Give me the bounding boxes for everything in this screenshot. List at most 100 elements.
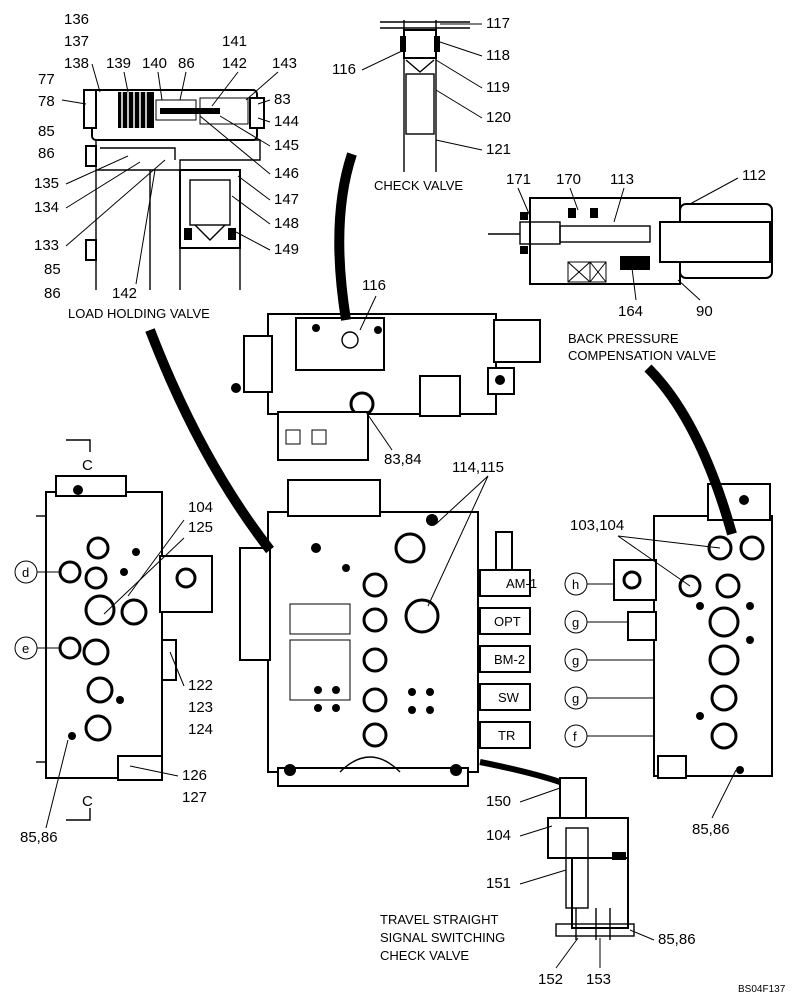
back-pressure-valve-drawing [488,197,773,285]
port-label-sw: SW [498,690,520,705]
caption-travel-1: TRAVEL STRAIGHT [380,912,499,927]
tag-e: e [22,641,29,656]
callout-86-upper: 86 [38,145,55,162]
callout-152: 152 [538,971,563,988]
callout-125: 125 [188,519,213,536]
caption-back-pressure-2: COMPENSATION VALVE [568,348,716,363]
callout-164: 164 [618,303,643,320]
callout-85-86-travel: 85,86 [658,931,696,948]
left-tag-d [14,560,60,584]
callout-90: 90 [696,303,713,320]
callout-150: 150 [486,793,511,810]
callout-133: 133 [34,237,59,254]
callout-113: 113 [610,171,634,188]
callout-78: 78 [38,93,55,110]
callout-124: 124 [188,721,213,738]
port-label-tr: TR [498,728,515,743]
callout-116-top-view: 116 [362,277,386,294]
callout-118: 118 [486,47,510,64]
callout-139: 139 [106,55,131,72]
caption-check-valve: CHECK VALVE [374,178,463,193]
callout-146: 146 [274,165,299,182]
caption-travel-3: CHECK VALVE [380,948,469,963]
callout-151: 151 [486,875,511,892]
right-tag-g2 [564,648,654,672]
callout-103-104: 103,104 [570,517,624,534]
figure-code: BS04F137 [738,984,786,995]
callout-83: 83 [274,91,291,108]
callout-143: 143 [272,55,297,72]
port-label-opt: OPT [494,614,521,629]
callout-112: 112 [742,167,766,184]
section-mark-c-top: C [82,457,93,474]
callout-85-86-left: 85,86 [20,829,58,846]
callout-170: 170 [556,171,581,188]
section-mark-c-bottom: C [82,793,93,810]
callout-119: 119 [486,79,510,96]
callout-147: 147 [274,191,299,208]
callout-171: 171 [506,171,531,188]
callout-148: 148 [274,215,299,232]
callout-86-lower: 86 [44,285,61,302]
callout-135: 135 [34,175,59,192]
callout-85-lower: 85 [44,261,61,278]
right-view-drawing [613,483,773,779]
travel-check-valve-drawing [479,759,635,940]
left-view-leaders [45,519,185,829]
callout-136: 136 [64,11,89,28]
callout-86-top: 86 [178,55,195,72]
callout-142-top: 142 [222,55,247,72]
tag-d: d [22,565,29,580]
caption-back-pressure-1: BACK PRESSURE [568,331,679,346]
callout-104-travel: 104 [486,827,511,844]
tag-g-1: g [572,615,579,630]
callout-126: 126 [182,767,207,784]
callout-114-115: 114,115 [452,459,504,476]
callout-140: 140 [142,55,167,72]
callout-138: 138 [64,55,89,72]
callout-137: 137 [64,33,89,50]
left-tag-e [14,636,60,660]
right-tag-h [564,572,614,596]
callout-144: 144 [274,113,299,130]
check-valve-leaders [361,23,483,151]
callout-85-upper: 85 [38,123,55,140]
callout-134: 134 [34,199,59,216]
callout-149: 149 [274,241,299,258]
tag-g-2: g [572,653,579,668]
callout-142-lower: 142 [112,285,137,302]
callout-123: 123 [188,699,213,716]
callout-120: 120 [486,109,511,126]
port-tabs [479,569,531,749]
right-tag-g3 [564,686,654,710]
callout-117: 117 [486,15,510,32]
port-label-am1: AM-1 [506,576,537,591]
callout-116-check: 116 [332,61,356,78]
callout-153: 153 [586,971,611,988]
port-label-bm2: BM-2 [494,652,525,667]
right-tag-g1 [564,610,628,634]
poppet-assembly [179,169,241,249]
left-view-drawing [36,439,213,821]
tag-g-3: g [572,691,579,706]
callout-83-84: 83,84 [384,451,422,468]
caption-travel-2: SIGNAL SWITCHING [380,930,505,945]
cross-seal-right [589,261,607,283]
caption-load-holding-valve: LOAD HOLDING VALVE [68,306,210,321]
callout-85-86-right: 85,86 [692,821,730,838]
valve-spring [118,92,154,128]
callout-127: 127 [182,789,207,806]
callout-145: 145 [274,137,299,154]
back-pressure-leaders [517,177,739,301]
callout-121: 121 [486,141,511,158]
main-body-drawing [239,479,513,787]
load-holding-valve-drawing [83,89,265,290]
check-valve-drawing [380,20,470,172]
callout-104-left: 104 [188,499,213,516]
travel-leaders [519,787,655,969]
top-view-drawing [231,313,541,461]
callout-77: 77 [38,71,55,88]
load-holding-leaders [61,63,279,285]
